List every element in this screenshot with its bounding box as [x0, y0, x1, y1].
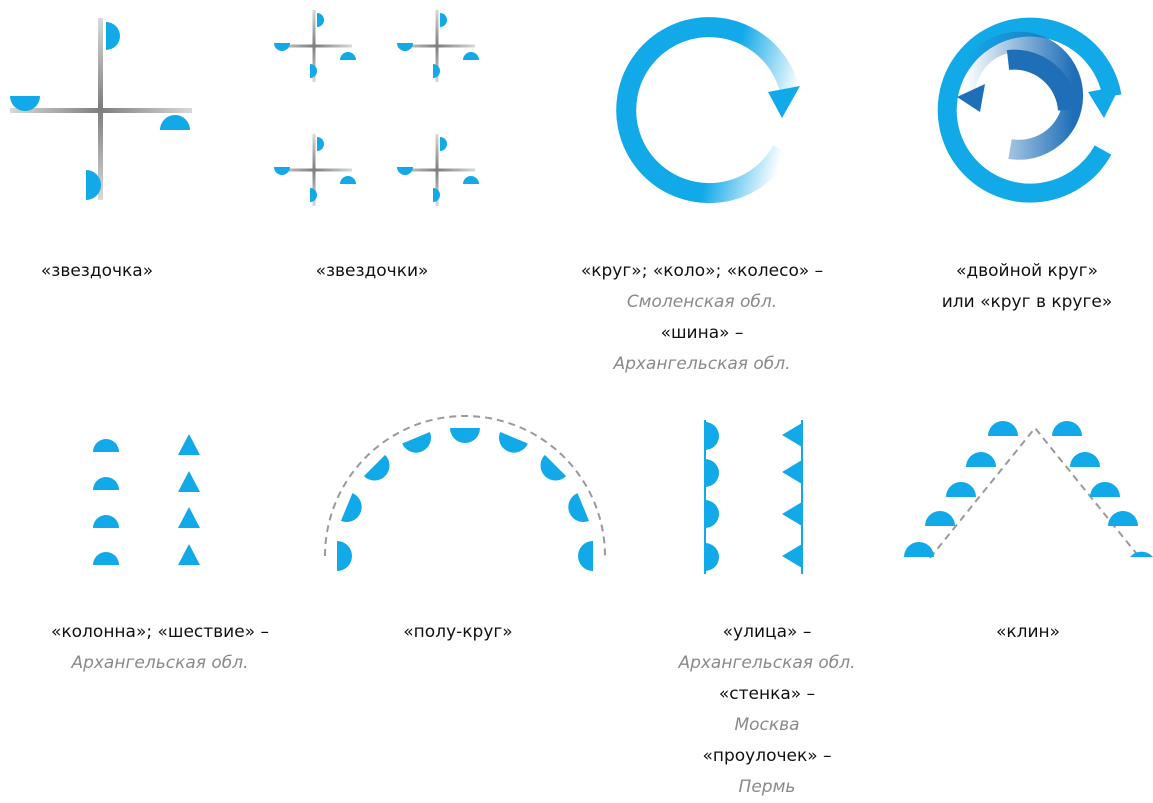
double-circle-figure — [947, 27, 1120, 193]
street-triangle — [782, 502, 802, 526]
street-figure — [705, 420, 802, 574]
figure-alt-name: «стенка» – — [617, 679, 917, 710]
caption-ulitsa: «улица» – Архангельская обл. «стенка» – … — [617, 617, 917, 803]
figure-name: «двойной круг» — [877, 256, 1153, 287]
caption-zvezdochki: «звездочки» — [222, 256, 522, 287]
wedge-dancer — [966, 452, 996, 467]
wedge-dancer — [1090, 482, 1120, 497]
half-circle-dancer — [337, 541, 352, 571]
column-figure — [93, 434, 200, 565]
figure-name: «полу-круг» — [308, 617, 608, 648]
figure-region: Архангельская обл. — [10, 648, 310, 679]
figure-alt-region-2: Пермь — [617, 772, 917, 803]
half-circle-dancer — [578, 541, 593, 571]
figure-name: «звездочка» — [0, 256, 247, 287]
half-circle-dancer — [364, 455, 396, 487]
column-triangle — [178, 507, 200, 528]
half-circle-dancer — [341, 493, 366, 526]
column-triangle — [178, 544, 200, 565]
column-triangle — [178, 434, 200, 455]
caption-zvezdochka: «звездочка» — [0, 256, 247, 287]
star-figure — [10, 18, 192, 200]
caption-krug: «круг»; «коло»; «колесо» – Смоленская об… — [552, 256, 852, 380]
wedge-dancer — [925, 511, 955, 526]
half-circle-figure — [325, 416, 605, 571]
figure-name: «круг»; «коло»; «колесо» – — [552, 256, 852, 287]
stars-figure — [274, 10, 479, 206]
caption-polu-krug: «полу-круг» — [308, 617, 608, 648]
figure-alt-region: Москва — [617, 710, 917, 741]
small-star — [274, 10, 356, 82]
caption-kolonna: «колонна»; «шествие» – Архангельская обл… — [10, 617, 310, 679]
figure-name: «клин» — [878, 617, 1153, 648]
half-circle-dancer — [564, 493, 589, 526]
figure-alt-name: «шина» – — [552, 318, 852, 349]
star-dancer-top — [106, 22, 120, 50]
caption-klin: «клин» — [878, 617, 1153, 648]
wedge-dancer — [1130, 552, 1153, 557]
wedge-dancer — [904, 542, 934, 557]
half-circle-dancer — [494, 432, 527, 457]
star-dancer-right — [160, 115, 190, 130]
circle-arrow-head — [768, 86, 800, 118]
figure-name: «звездочки» — [222, 256, 522, 287]
figure-region: Архангельская обл. — [617, 648, 917, 679]
street-triangle — [782, 460, 802, 484]
small-star — [397, 134, 479, 206]
figure-alt-name-2: «проулочек» – — [617, 741, 917, 772]
small-star — [274, 134, 356, 206]
half-circle-dancer — [402, 432, 435, 457]
small-star — [397, 10, 479, 82]
wedge-dancer — [946, 482, 976, 497]
figure-name: «улица» – — [617, 617, 917, 648]
figure-name: «колонна»; «шествие» – — [10, 617, 310, 648]
street-dancer — [705, 422, 719, 450]
outer-arrow-head — [1088, 86, 1120, 118]
figure-alt-region: Архангельская обл. — [552, 349, 852, 380]
caption-dvoinoi-krug: «двойной круг» или «круг в круге» — [877, 256, 1153, 318]
star-cross-vertical — [98, 18, 103, 200]
half-circle-dancer — [450, 428, 480, 443]
wedge-dancer — [988, 421, 1018, 436]
figure-alt-name: или «круг в круге» — [877, 287, 1153, 318]
wedge-figure — [904, 421, 1153, 558]
column-dancer — [93, 515, 119, 528]
circle-figure — [626, 27, 800, 193]
column-triangle — [178, 471, 200, 492]
street-dancer — [705, 459, 719, 487]
street-dancer — [705, 500, 719, 528]
column-dancer — [93, 439, 119, 452]
street-triangle — [782, 544, 802, 568]
circle-ring — [626, 27, 791, 193]
column-dancer — [93, 552, 119, 565]
figure-region: Смоленская обл. — [552, 287, 852, 318]
street-triangle — [782, 423, 802, 447]
street-dancer — [705, 543, 719, 571]
wedge-dancer — [1052, 421, 1082, 436]
column-dancer — [93, 477, 119, 490]
wedge-dancer — [1070, 452, 1100, 467]
wedge-dancer — [1108, 511, 1138, 526]
half-circle-dancer — [534, 455, 566, 487]
